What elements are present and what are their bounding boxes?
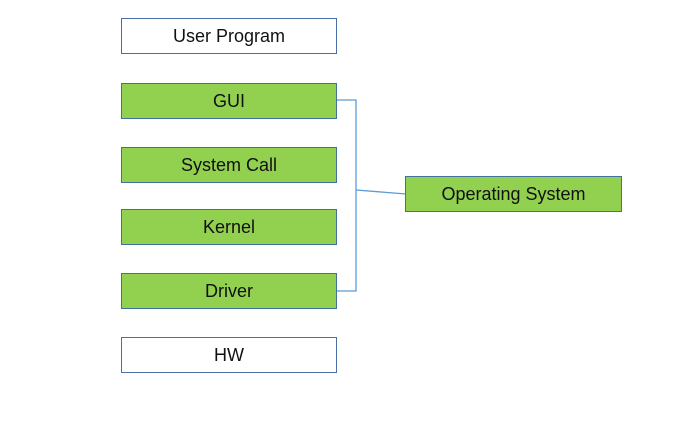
group-label: Operating System [441, 183, 586, 204]
layer-driver: Driver [121, 273, 337, 309]
layer-label: HW [214, 344, 244, 365]
layer-gui: GUI [121, 83, 337, 119]
layer-label: User Program [172, 25, 286, 46]
layer-label: System Call [180, 154, 278, 175]
layer-label: Kernel [202, 216, 256, 237]
operating-system-box: Operating System [405, 176, 622, 212]
layer-label: GUI [212, 90, 245, 111]
bracket-to-group-line [355, 189, 407, 195]
layer-hw: HW [121, 337, 337, 373]
layer-user-program: User Program [121, 18, 337, 54]
bracket-line [337, 99, 357, 292]
layer-label: Driver [205, 280, 253, 301]
layer-system-call: System Call [121, 147, 337, 183]
layer-kernel: Kernel [121, 209, 337, 245]
